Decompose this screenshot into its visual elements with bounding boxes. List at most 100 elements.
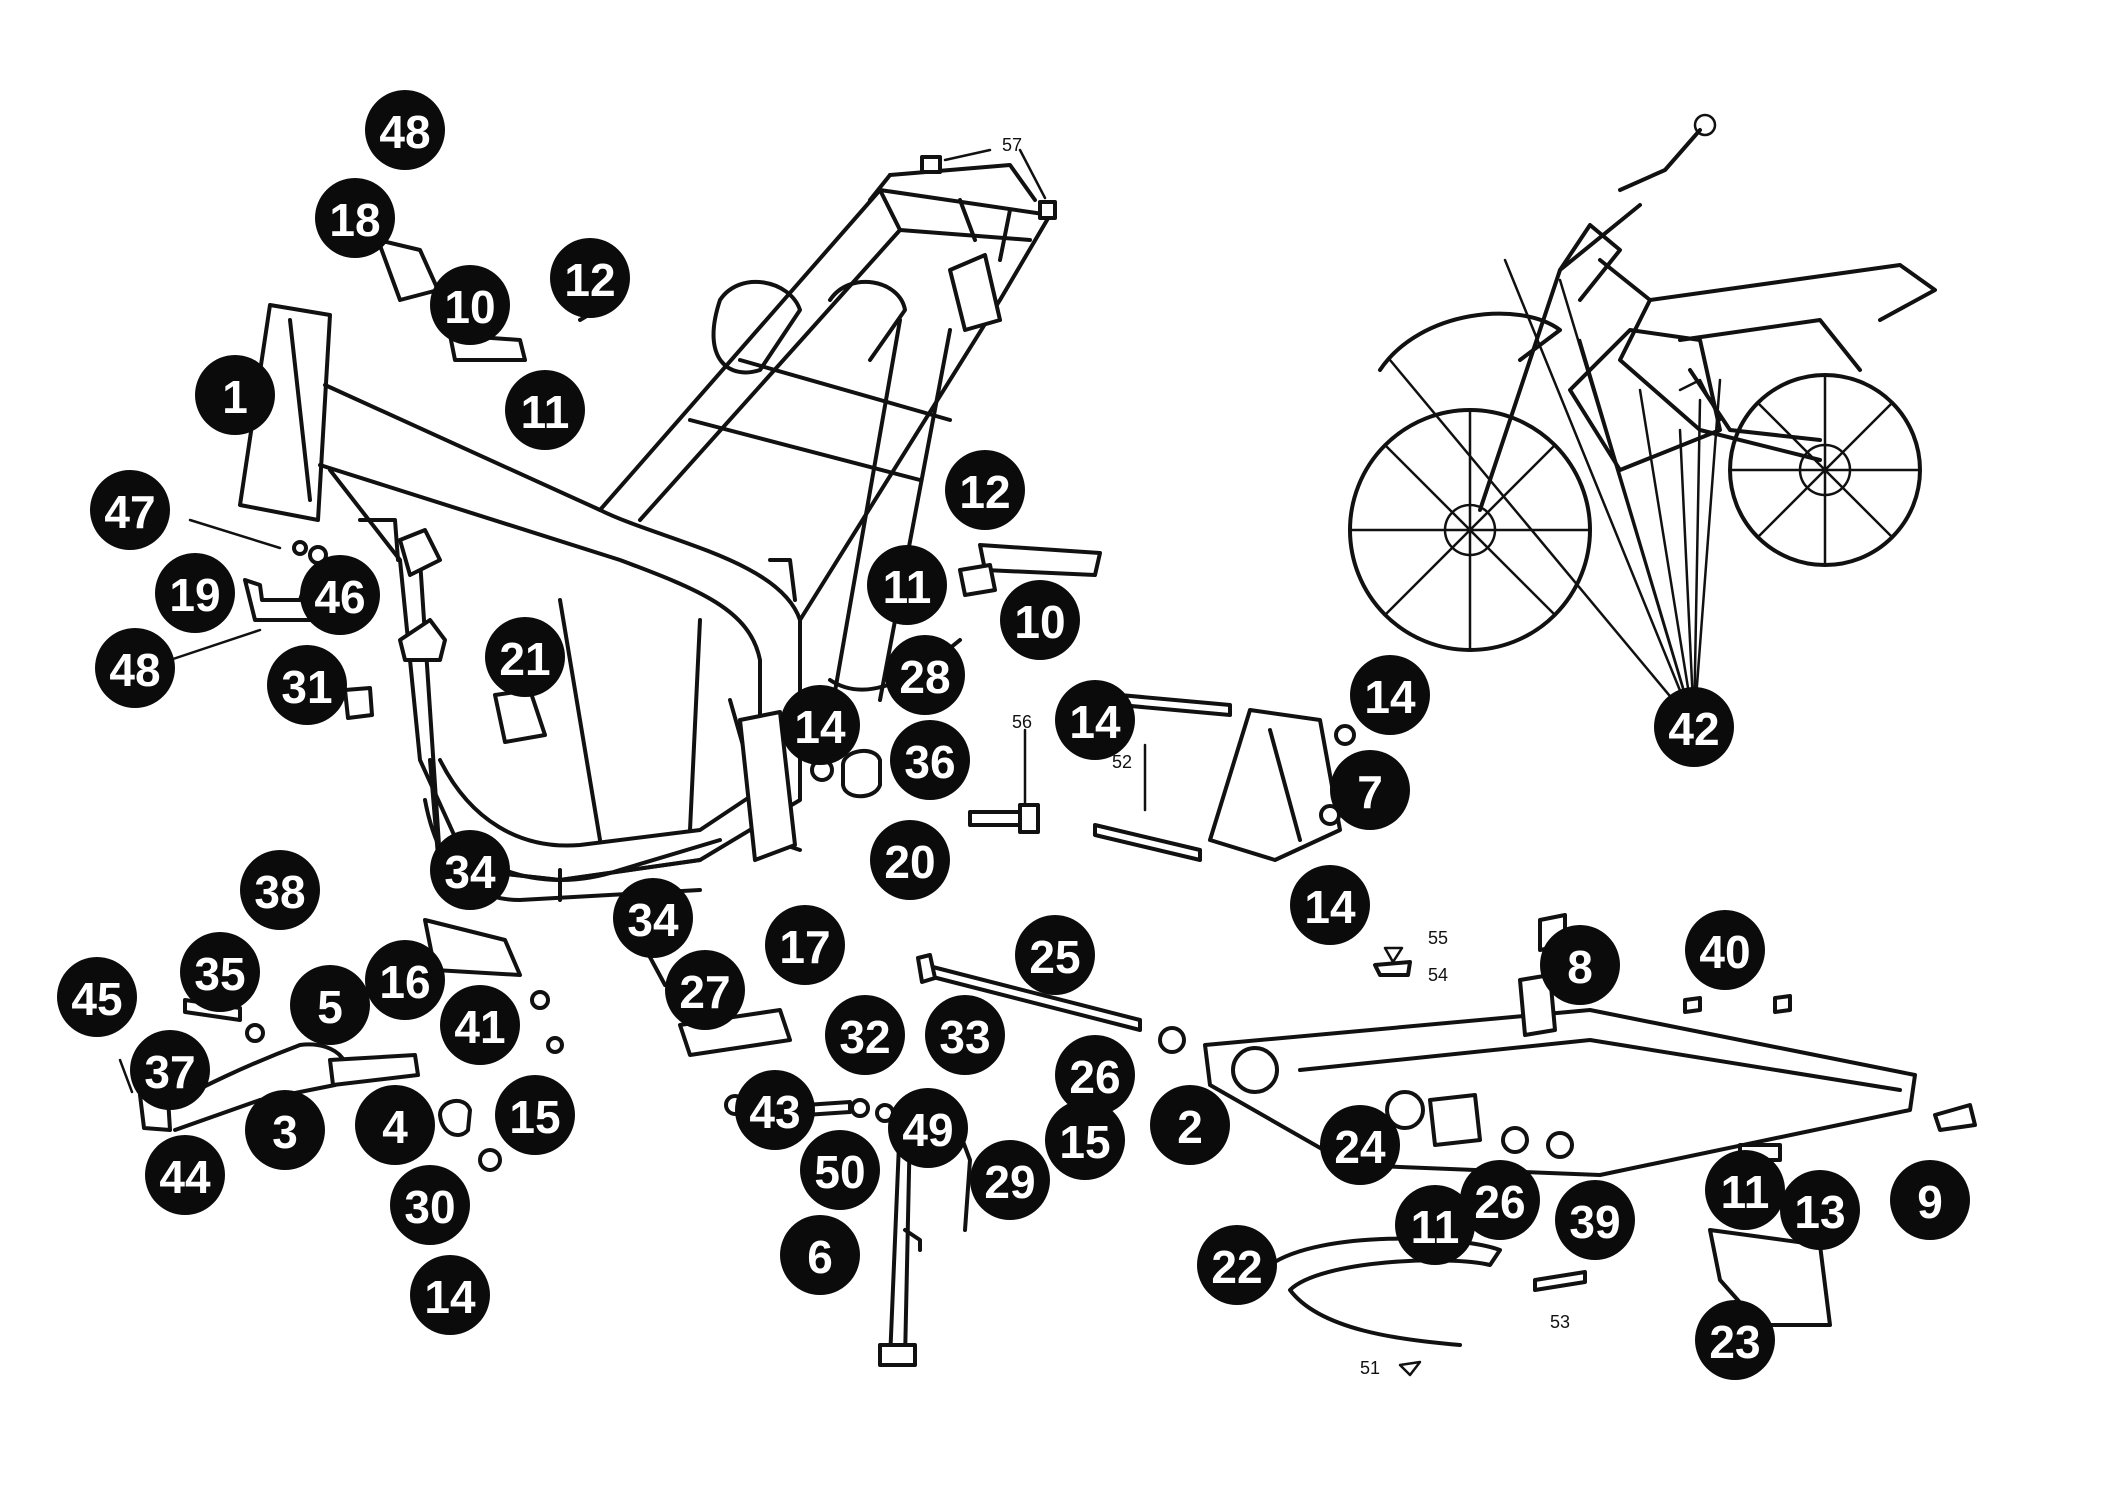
callout-circle (550, 238, 630, 318)
callout-number: 46 (314, 571, 365, 623)
callout-number: 32 (839, 1011, 890, 1063)
callout-34: 34 (430, 830, 510, 910)
callout-circle (1045, 1100, 1125, 1180)
callout-circle (245, 1090, 325, 1170)
callout-number: 8 (1567, 941, 1593, 993)
callout-13: 13 (1780, 1170, 1860, 1250)
callout-circle (885, 635, 965, 715)
callout-circle (1555, 1180, 1635, 1260)
callout-11: 11 (1705, 1150, 1785, 1230)
callout-circle (1685, 910, 1765, 990)
callout-5: 5 (290, 965, 370, 1045)
callout-44: 44 (145, 1135, 225, 1215)
callout-24: 24 (1320, 1105, 1400, 1185)
callout-number: 34 (444, 846, 496, 898)
callout-number: 40 (1699, 926, 1750, 978)
callout-circle (890, 720, 970, 800)
callout-11: 11 (505, 370, 585, 450)
callout-14: 14 (780, 685, 860, 765)
callout-number: 15 (1059, 1116, 1110, 1168)
callout-46: 46 (300, 555, 380, 635)
callout-number: 14 (1069, 696, 1121, 748)
callout-number: 42 (1668, 703, 1719, 755)
callout-circle (1055, 680, 1135, 760)
callout-number: 3 (272, 1106, 298, 1158)
callout-27: 27 (665, 950, 745, 1030)
callout-circle (57, 957, 137, 1037)
callout-circle (1000, 580, 1080, 660)
callout-45: 45 (57, 957, 137, 1037)
part-label-55: 55 (1428, 928, 1448, 948)
callout-circle (90, 470, 170, 550)
callout-circle (1540, 925, 1620, 1005)
callout-39: 39 (1555, 1180, 1635, 1260)
callout-number: 5 (317, 981, 343, 1033)
callout-circle (1150, 1085, 1230, 1165)
callout-19: 19 (155, 553, 235, 633)
callout-circle (130, 1030, 210, 1110)
callout-circle (1197, 1225, 1277, 1305)
callout-circle (925, 995, 1005, 1075)
callout-circle (495, 1075, 575, 1155)
callout-43: 43 (735, 1070, 815, 1150)
callout-36: 36 (890, 720, 970, 800)
callout-circle (300, 555, 380, 635)
part-label-56: 56 (1012, 712, 1032, 732)
part-label-52: 52 (1112, 752, 1132, 772)
callout-10: 10 (430, 265, 510, 345)
callout-circle (390, 1165, 470, 1245)
callout-number: 10 (1014, 596, 1065, 648)
callout-circle (365, 940, 445, 1020)
callout-49: 49 (888, 1088, 968, 1168)
part-label-54: 54 (1428, 965, 1448, 985)
callout-number: 48 (109, 644, 160, 696)
callout-circle (665, 950, 745, 1030)
callout-number: 4 (382, 1101, 408, 1153)
callout-circle (505, 370, 585, 450)
callout-number: 11 (1721, 1166, 1770, 1218)
motorcycle-overview (1348, 113, 1937, 652)
callout-26: 26 (1055, 1035, 1135, 1115)
callout-number: 29 (984, 1156, 1035, 1208)
callout-42-leaders (1388, 258, 1722, 727)
callout-34: 34 (613, 878, 693, 958)
callout-number: 26 (1474, 1176, 1525, 1228)
callout-circle (735, 1070, 815, 1150)
brake-pedal-group (118, 918, 564, 1172)
callout-12: 12 (945, 450, 1025, 530)
callout-circle (888, 1088, 968, 1168)
callout-circle (765, 905, 845, 985)
callout-number: 11 (883, 561, 932, 613)
callout-number: 38 (254, 866, 305, 918)
callout-32: 32 (825, 995, 905, 1075)
callout-number: 9 (1917, 1176, 1943, 1228)
callout-42: 42 (1654, 687, 1734, 767)
callout-7: 7 (1330, 750, 1410, 830)
callout-23: 23 (1695, 1300, 1775, 1380)
callout-35: 35 (180, 932, 260, 1012)
callout-14: 14 (1350, 655, 1430, 735)
callout-circle (430, 830, 510, 910)
callout-number: 20 (884, 836, 935, 888)
callout-circle (780, 1215, 860, 1295)
callout-48: 48 (95, 628, 175, 708)
callout-15: 15 (1045, 1100, 1125, 1180)
callout-40: 40 (1685, 910, 1765, 990)
callout-circle (1350, 655, 1430, 735)
callout-circle (613, 878, 693, 958)
callout-16: 16 (365, 940, 445, 1020)
callout-circle (155, 553, 235, 633)
callout-number: 21 (499, 633, 550, 685)
callout-circle (430, 265, 510, 345)
callout-number: 26 (1069, 1051, 1120, 1103)
callout-circle (780, 685, 860, 765)
callout-number: 33 (939, 1011, 990, 1063)
callout-circle (1780, 1170, 1860, 1250)
callout-number: 14 (794, 701, 846, 753)
callout-circle (1695, 1300, 1775, 1380)
callout-number: 2 (1177, 1101, 1203, 1153)
callout-circle (825, 995, 905, 1075)
callout-33: 33 (925, 995, 1005, 1075)
callout-15: 15 (495, 1075, 575, 1155)
